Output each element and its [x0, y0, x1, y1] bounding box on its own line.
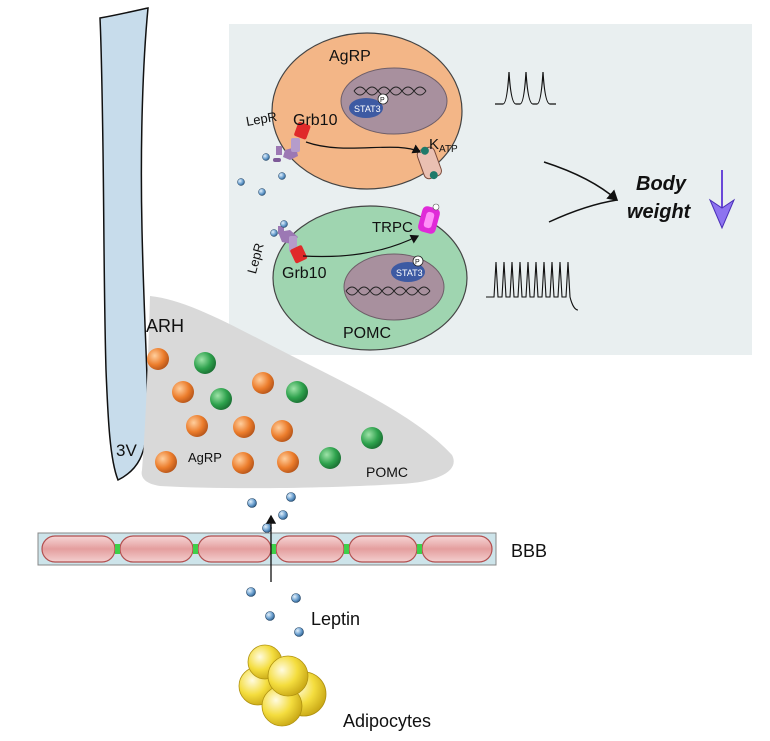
pomc-population-label: POMC: [366, 464, 408, 480]
leptin-dot: [262, 153, 270, 161]
leptin-dot: [291, 593, 301, 603]
leptin-dot: [286, 492, 296, 502]
trpc-channel: [418, 203, 440, 234]
stat3-top-label: STAT3: [354, 104, 381, 114]
pomc-dot: [194, 352, 216, 374]
dna-helix-top: [353, 86, 427, 96]
decrease-arrow-icon: [708, 170, 736, 230]
grb10-bottom-label: Grb10: [282, 265, 327, 282]
leptin-dot: [247, 498, 257, 508]
grb10-trpc-arrow: [302, 234, 420, 258]
leptin-dot: [265, 611, 275, 621]
agrp-dot: [147, 348, 169, 370]
agrp-dot: [271, 420, 293, 442]
leptin-dot: [237, 178, 245, 186]
agrp-firing-trace: [495, 71, 556, 105]
grb10-katp-arrow: [305, 141, 422, 154]
trpc-label: TRPC: [372, 219, 413, 236]
leptin-dot: [280, 220, 288, 228]
grb10-top: [294, 121, 311, 140]
body-weight-label-line2: weight: [627, 201, 692, 223]
pomc-firing-trace: [486, 261, 579, 311]
grb10-bottom: [290, 245, 308, 264]
agrp-dot: [252, 372, 274, 394]
bbb-label: BBB: [511, 541, 547, 561]
katp-label: KATP: [429, 136, 458, 155]
phospho-top-label: P: [380, 97, 385, 104]
leptin-dot: [246, 587, 256, 597]
leptin-label: Leptin: [311, 609, 360, 629]
agrp-dot: [277, 451, 299, 473]
pomc-neuron-label: POMC: [343, 325, 391, 342]
stat3-bottom-label: STAT3: [396, 268, 423, 278]
agrp-dot: [155, 451, 177, 473]
arcuate-label: ARH: [146, 316, 184, 336]
adipocytes-label: Adipocytes: [343, 711, 431, 731]
pomc-dot: [286, 381, 308, 403]
agrp-population-label: AgRP: [188, 450, 222, 465]
leptin-dot: [262, 523, 272, 533]
agrp-dot: [172, 381, 194, 403]
adipocyte-cluster: [238, 644, 327, 727]
leptin-dot: [258, 188, 266, 196]
pomc-neuron-dots: [194, 352, 383, 469]
blood-brain-barrier: [37, 532, 497, 566]
katp-channel: [416, 146, 443, 180]
leptin-dot: [294, 627, 304, 637]
ventricle-label: 3V: [116, 441, 137, 460]
body-weight-label-line1: Body: [636, 173, 687, 195]
leptin-dot: [278, 510, 288, 520]
phospho-bottom-label: P: [415, 259, 420, 266]
agrp-neuron-label: AgRP: [329, 48, 371, 65]
lepr-top-label: LepR: [245, 109, 278, 129]
converge-arrow-top: [543, 161, 619, 201]
converge-arrow-bottom: [548, 199, 618, 223]
agrp-neuron-dots: [147, 348, 299, 474]
third-ventricle: [99, 7, 149, 482]
agrp-dot: [233, 416, 255, 438]
lepr-receptor-bottom: [278, 226, 298, 252]
lepr-receptor-top: [273, 138, 300, 162]
pomc-dot: [319, 447, 341, 469]
agrp-dot: [186, 415, 208, 437]
stat3-top: [349, 98, 383, 118]
pomc-dot: [210, 388, 232, 410]
pomc-dot: [361, 427, 383, 449]
agrp-dot: [232, 452, 254, 474]
stat3-bottom: [391, 262, 425, 282]
dna-helix-bottom: [345, 286, 431, 296]
grb10-top-label: Grb10: [293, 112, 338, 129]
leptin-dot: [278, 172, 286, 180]
leptin-dot: [270, 229, 278, 237]
pomc-nucleus: [343, 253, 445, 321]
